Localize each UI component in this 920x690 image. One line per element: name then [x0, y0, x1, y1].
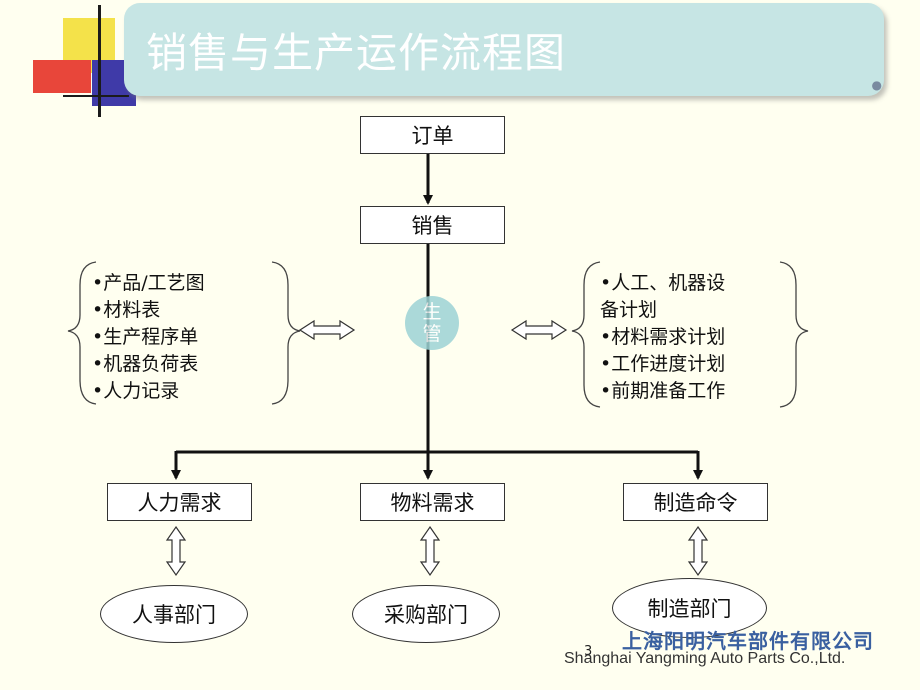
left-item: •机器负荷表 [92, 353, 199, 375]
left-double-arrow [298, 319, 356, 341]
page-number: 3 [584, 644, 593, 659]
hr-department-ellipse: 人事部门 [100, 585, 248, 643]
sales-box: 销售 [360, 206, 505, 244]
right-item: •前期准备工作 [600, 380, 726, 402]
purchasing-department-ellipse: 采购部门 [352, 585, 500, 643]
right-brace-close [779, 261, 809, 408]
manufacturing-department-ellipse: 制造部门 [612, 578, 767, 638]
left-item: •人力记录 [92, 380, 180, 402]
right-item: 备计划 [600, 299, 658, 321]
manufacturing-order-box: 制造命令 [623, 483, 768, 521]
company-name-en: Shanghai Yangming Auto Parts Co.,Ltd. [564, 650, 846, 667]
left-item: •生产程序单 [92, 326, 199, 348]
right-item-list: •人工、机器设 备计划 •材料需求计划 •工作进度计划 •前期准备工作 [600, 270, 725, 405]
center-badge-char-2: 管 [422, 323, 442, 345]
decor-red-square [33, 60, 91, 93]
slide-title: 销售与生产运作流程图 [146, 29, 566, 77]
decor-horizontal-line [63, 95, 129, 97]
vertical-double-arrow-3 [687, 525, 709, 577]
center-badge: 生 管 [405, 296, 459, 350]
center-badge-char-1: 生 [422, 301, 442, 323]
left-item: •材料表 [92, 299, 161, 321]
company-name-cn: 上海阳明汽车部件有限公司 [622, 629, 874, 653]
manpower-demand-box: 人力需求 [107, 483, 252, 521]
material-demand-box: 物料需求 [360, 483, 505, 521]
right-item: •材料需求计划 [600, 326, 726, 348]
right-double-arrow [510, 319, 568, 341]
title-dot: ● [871, 78, 882, 92]
left-brace-open [67, 261, 97, 405]
left-item-list: •产品/工艺图 •材料表 •生产程序单 •机器负荷表 •人力记录 [92, 270, 205, 405]
right-item: •人工、机器设 [600, 272, 726, 294]
title-bar: 销售与生产运作流程图 ● [124, 3, 884, 96]
vertical-double-arrow-2 [419, 525, 441, 577]
right-brace-open [571, 261, 601, 408]
right-item: •工作进度计划 [600, 353, 726, 375]
decor-vertical-line [98, 5, 101, 117]
vertical-double-arrow-1 [165, 525, 187, 577]
left-item: •产品/工艺图 [92, 272, 205, 294]
left-brace-close [271, 261, 301, 405]
order-box: 订单 [360, 116, 505, 154]
